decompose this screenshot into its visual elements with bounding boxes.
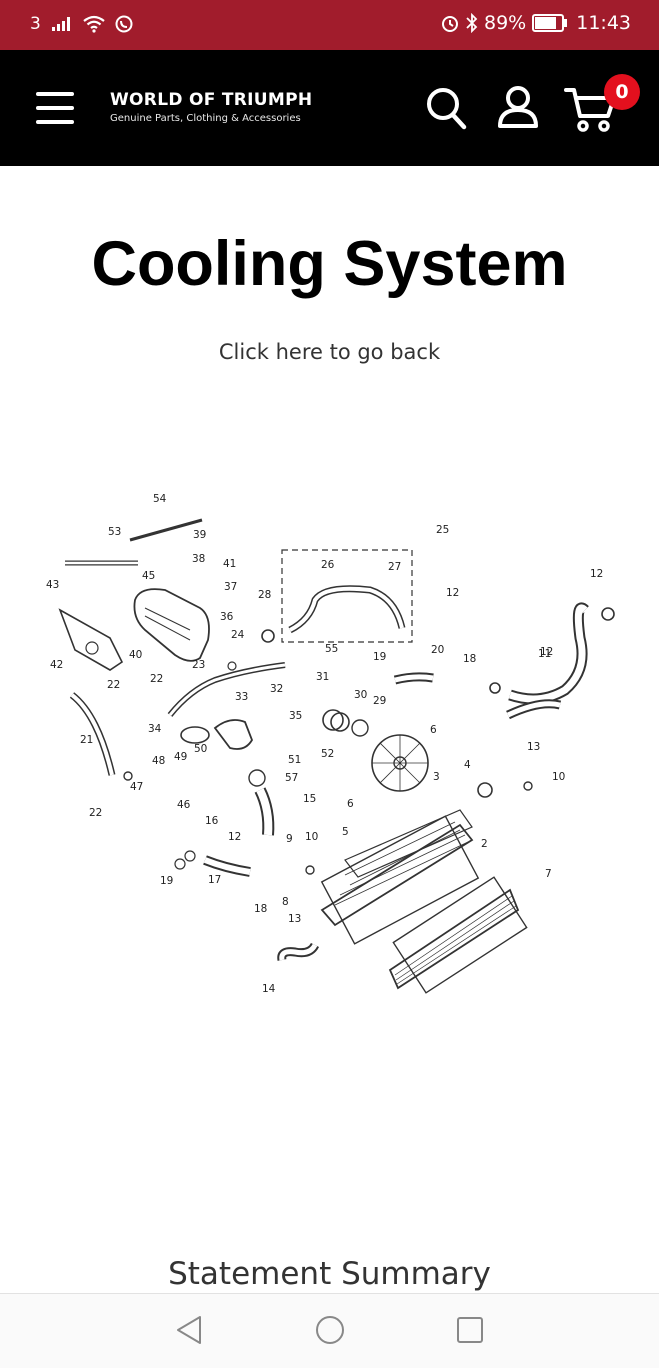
part-callout-5: 5 — [342, 826, 349, 838]
part-callout-24: 24 — [231, 629, 245, 641]
part-callout-43: 43 — [46, 579, 59, 591]
part-callout-22: 22 — [150, 673, 163, 685]
part-callout-26: 26 — [321, 559, 335, 571]
part-callout-6: 6 — [430, 724, 437, 736]
status-bar: 3 89% 11:43 — [0, 0, 659, 50]
part-callout-2: 2 — [481, 838, 488, 850]
bluetooth-icon — [466, 13, 478, 33]
system-nav-bar — [0, 1293, 659, 1368]
part-callout-18: 18 — [254, 903, 267, 915]
battery-icon — [532, 14, 568, 32]
part-callout-12: 12 — [590, 568, 603, 580]
part-callout-35: 35 — [289, 710, 302, 722]
part-callout-32: 32 — [270, 683, 283, 695]
alarm-icon — [442, 16, 458, 32]
part-callout-48: 48 — [152, 755, 165, 767]
account-icon[interactable] — [497, 84, 539, 132]
part-callout-16: 16 — [205, 815, 219, 827]
recents-nav-icon[interactable] — [456, 1314, 484, 1346]
part-callout-22: 22 — [107, 679, 120, 691]
part-callout-9: 9 — [286, 833, 293, 845]
back-link[interactable]: Click here to go back — [218, 340, 441, 364]
part-callout-50: 50 — [194, 743, 207, 755]
part-callout-15: 15 — [303, 793, 316, 805]
battery-percent: 89% — [484, 12, 527, 34]
part-callout-47: 47 — [130, 781, 143, 793]
brand-name: WORLD OF TRIUMPH — [110, 90, 313, 110]
part-callout-51: 51 — [288, 754, 301, 766]
part-callout-19: 19 — [160, 875, 173, 887]
part-callout-18: 18 — [463, 653, 476, 665]
home-nav-icon[interactable] — [314, 1314, 346, 1346]
part-callout-28: 28 — [258, 589, 271, 601]
site-header: WORLD OF TRIUMPH Genuine Parts, Clothing… — [0, 50, 659, 166]
battery-fill — [535, 17, 557, 29]
part-callout-53: 53 — [108, 526, 121, 538]
signal-icon — [51, 17, 70, 31]
part-callout-10: 10 — [552, 771, 565, 783]
statement-summary-heading: Statement Summary — [168, 1256, 491, 1292]
part-callout-12: 12 — [228, 831, 241, 843]
part-callout-19: 19 — [373, 651, 386, 663]
part-callout-42: 42 — [50, 659, 63, 671]
part-callout-13: 13 — [527, 741, 540, 753]
whatsapp-icon — [115, 15, 133, 33]
back-nav-icon[interactable] — [174, 1314, 204, 1346]
part-callout-37: 37 — [224, 581, 237, 593]
part-callout-3: 3 — [433, 771, 440, 783]
part-callout-38: 38 — [192, 553, 205, 565]
part-callout-7: 7 — [545, 868, 552, 880]
part-callout-23: 23 — [192, 659, 205, 671]
part-callout-12: 12 — [446, 587, 459, 599]
part-callout-17: 17 — [208, 874, 221, 886]
part-callout-45: 45 — [142, 570, 155, 582]
part-callout-33: 33 — [235, 691, 248, 703]
part-callout-34: 34 — [148, 723, 162, 735]
page-title: Cooling System — [91, 229, 568, 299]
part-callout-20: 20 — [431, 644, 444, 656]
part-callout-8: 8 — [282, 896, 289, 908]
cart-count-badge[interactable]: 0 — [604, 74, 640, 110]
part-callout-21: 21 — [80, 734, 93, 746]
part-callout-36: 36 — [220, 611, 234, 623]
part-callout-13: 13 — [288, 913, 301, 925]
part-callout-54: 54 — [153, 493, 167, 505]
part-callout-57: 57 — [285, 772, 298, 784]
part-callout-52: 52 — [321, 748, 334, 760]
part-callout-46: 46 — [177, 799, 191, 811]
part-callout-31: 31 — [316, 671, 329, 683]
clock: 11:43 — [576, 12, 631, 34]
part-callout-25: 25 — [436, 524, 449, 536]
part-callout-39: 39 — [193, 529, 206, 541]
part-callout-14: 14 — [262, 983, 276, 995]
brand-tagline: Genuine Parts, Clothing & Accessories — [110, 113, 301, 124]
part-callout-22: 22 — [89, 807, 102, 819]
wifi-icon — [83, 15, 105, 33]
part-callout-30: 30 — [354, 689, 367, 701]
part-callout-55: 55 — [325, 643, 338, 655]
part-callout-11: 11 — [538, 648, 551, 660]
part-callout-29: 29 — [373, 695, 386, 707]
part-callout-40: 40 — [129, 649, 142, 661]
sim-label: 3 — [30, 14, 41, 34]
menu-icon[interactable] — [36, 92, 74, 124]
part-callout-41: 41 — [223, 558, 236, 570]
search-icon[interactable] — [424, 84, 468, 132]
part-callout-49: 49 — [174, 751, 187, 763]
part-callout-12: 12 — [540, 646, 553, 658]
brand-logo[interactable]: WORLD OF TRIUMPH Genuine Parts, Clothing… — [110, 90, 312, 124]
part-callout-27: 27 — [388, 561, 401, 573]
part-callout-4: 4 — [464, 759, 471, 771]
part-callout-6: 6 — [347, 798, 354, 810]
part-callout-10: 10 — [305, 831, 318, 843]
